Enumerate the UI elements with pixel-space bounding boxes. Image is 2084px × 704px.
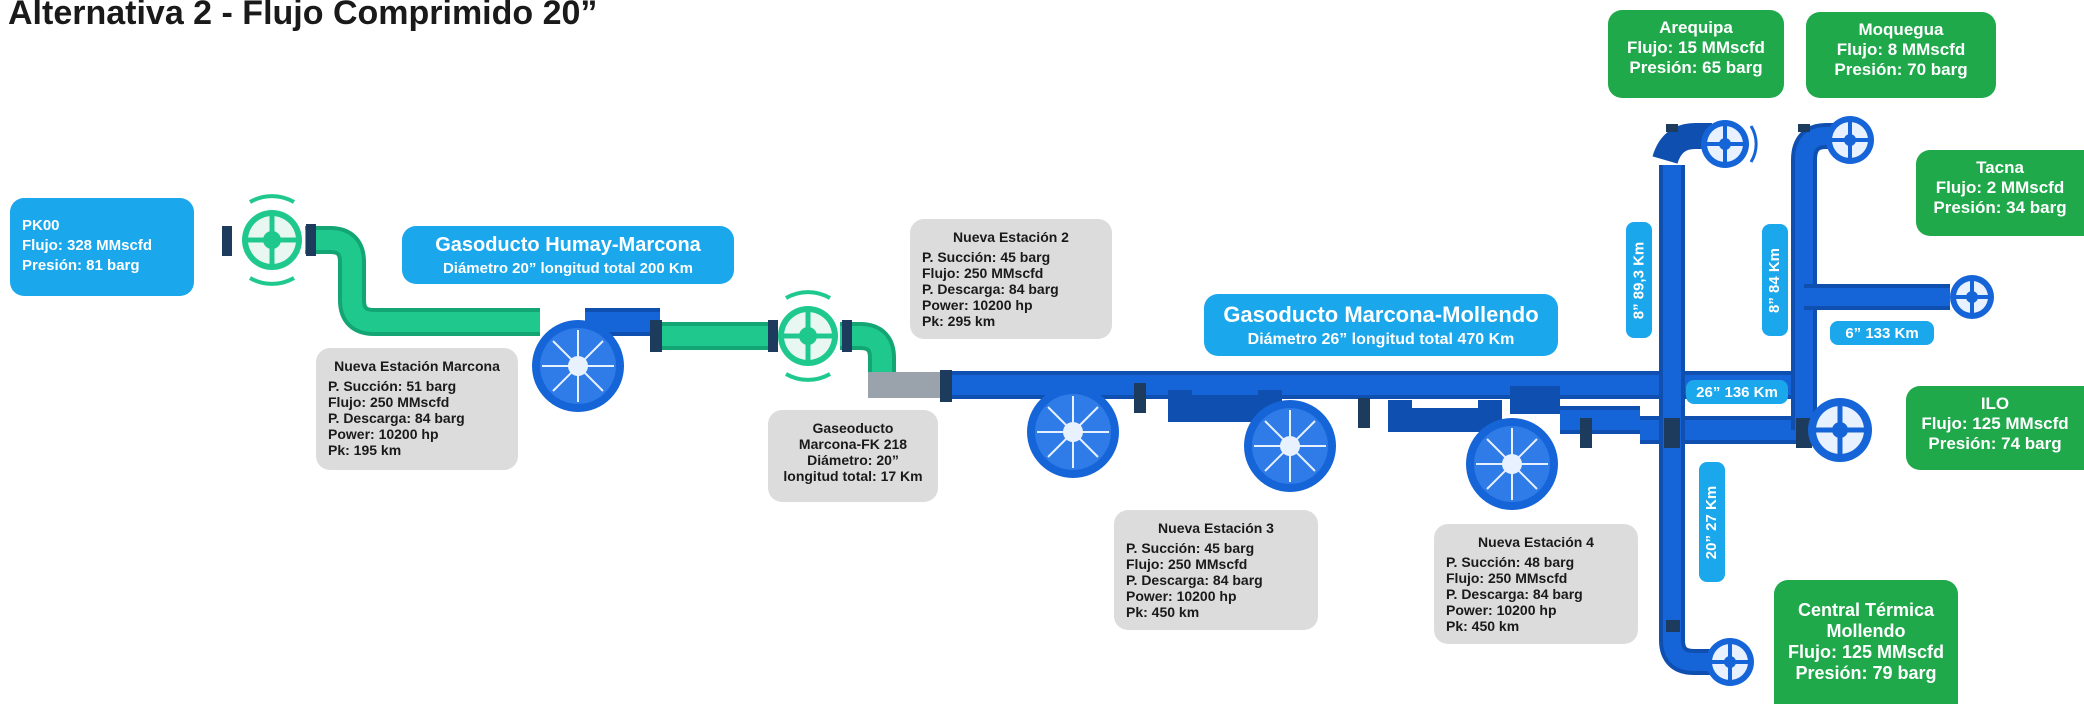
- station-3-line: P. Succión: 45 barg: [1126, 540, 1255, 556]
- tacna-flujo: Flujo: 2 MMscfd: [1935, 178, 2065, 197]
- segment-label-tacna-text: 6” 133 Km: [1845, 324, 1919, 342]
- central-termica-label: Central Térmica Mollendo Flujo: 125 MMsc…: [1774, 580, 1958, 704]
- pk00-label: PK00 Flujo: 328 MMscfd Presión: 81 barg: [10, 198, 194, 296]
- segment-label-main-text: 26” 136 Km: [1696, 383, 1778, 401]
- segment-label-arequipa: 8” 89,3 Km: [1626, 222, 1652, 338]
- segment-label-arequipa-text: 8” 89,3 Km: [1630, 241, 1648, 319]
- humay-subtitle: Diámetro 20” longitud total 200 Km: [442, 260, 694, 277]
- compressor-icon-marcona: [532, 320, 624, 412]
- segment-label-main: 26” 136 Km: [1686, 380, 1788, 404]
- ilo-name: ILO: [1980, 394, 2010, 413]
- tacna-label: Tacna Flujo: 2 MMscfd Presión: 34 barg: [1916, 150, 2084, 236]
- station-marcona-title: Nueva Estación Marcona: [334, 358, 500, 374]
- station-3-info: Nueva Estación 3 P. Succión: 45 barg Flu…: [1114, 510, 1318, 630]
- compressor-icon-4: [1466, 418, 1558, 510]
- central-name-1: Central Térmica: [1797, 600, 1935, 620]
- pk00-presion: Presión: 81 barg: [22, 257, 140, 274]
- station-marcona-line: P. Succión: 51 barg: [328, 378, 457, 394]
- humay-title: Gasoducto Humay-Marcona: [435, 234, 701, 256]
- mollendo-pipeline-label: Gasoducto Marcona-Mollendo Diámetro 26” …: [1204, 294, 1558, 356]
- fk218-line: Marcona-FK 218: [798, 436, 908, 452]
- segment-label-moquegua-text: 8” 84 Km: [1766, 247, 1784, 313]
- valve-icon-central: [1706, 638, 1754, 686]
- station-2-line: P. Succión: 45 barg: [922, 249, 1051, 265]
- station-4-line: Pk: 450 km: [1446, 618, 1520, 634]
- station-3-line: Flujo: 250 MMscfd: [1126, 556, 1248, 572]
- station-marcona-line: P. Descarga: 84 barg: [328, 410, 465, 426]
- station-4-line: Flujo: 250 MMscfd: [1446, 570, 1568, 586]
- valve-icon-humay: [778, 290, 838, 382]
- station-2-line: P. Descarga: 84 barg: [922, 281, 1059, 297]
- segment-label-tacna: 6” 133 Km: [1830, 321, 1934, 345]
- moquegua-presion: Presión: 70 barg: [1834, 60, 1968, 79]
- valve-icon-arequipa: [1701, 120, 1758, 168]
- valve-icon-ilo: [1808, 398, 1872, 462]
- tacna-presion: Presión: 34 barg: [1933, 198, 2067, 217]
- mollendo-subtitle: Diámetro 26” longitud total 470 Km: [1247, 331, 1515, 348]
- station-2-line: Pk: 295 km: [922, 313, 996, 329]
- central-name-2: Mollendo: [1826, 621, 1906, 641]
- station-marcona-line: Power: 10200 hp: [328, 426, 439, 442]
- station-3-line: Power: 10200 hp: [1126, 588, 1237, 604]
- pk00-name: PK00: [22, 217, 60, 234]
- mollendo-title: Gasoducto Marcona-Mollendo: [1223, 302, 1539, 327]
- station-marcona-line: Pk: 195 km: [328, 442, 402, 458]
- valve-icon-tacna: [1950, 275, 1994, 319]
- moquegua-label: Moquegua Flujo: 8 MMscfd Presión: 70 bar…: [1806, 12, 1996, 98]
- station-2-info: Nueva Estación 2 P. Succión: 45 barg Flu…: [910, 219, 1112, 339]
- compressor-icon-3: [1244, 400, 1336, 492]
- fk218-line: longitud total: 17 Km: [783, 468, 923, 484]
- humay-pipeline-label: Gasoducto Humay-Marcona Diámetro 20” lon…: [402, 226, 734, 284]
- station-2-title: Nueva Estación 2: [953, 229, 1069, 245]
- pipe-flanges: [222, 124, 1812, 632]
- tacna-name: Tacna: [1976, 158, 2024, 177]
- segment-label-moquegua: 8” 84 Km: [1762, 224, 1788, 336]
- fk218-line: Gaseoducto: [812, 420, 894, 436]
- moquegua-flujo: Flujo: 8 MMscfd: [1836, 40, 1966, 59]
- fk218-line: Diámetro: 20”: [807, 452, 899, 468]
- station-marcona-line: Flujo: 250 MMscfd: [328, 394, 450, 410]
- station-3-line: Pk: 450 km: [1126, 604, 1200, 620]
- moquegua-name: Moquegua: [1858, 20, 1944, 39]
- station-4-title: Nueva Estación 4: [1478, 534, 1594, 550]
- ilo-presion: Presión: 74 barg: [1928, 434, 2062, 453]
- arequipa-presion: Presión: 65 barg: [1629, 58, 1763, 77]
- page-title: Alternativa 2 - Flujo Comprimido 20”: [8, 0, 598, 32]
- green-pipeline: [305, 226, 896, 380]
- pk00-flujo: Flujo: 328 MMscfd: [22, 237, 153, 254]
- fk218-info: Gaseoducto Marcona-FK 218 Diámetro: 20” …: [768, 410, 938, 502]
- station-2-line: Flujo: 250 MMscfd: [922, 265, 1044, 281]
- station-4-line: P. Descarga: 84 barg: [1446, 586, 1583, 602]
- segment-label-central: 20” 27 Km: [1699, 462, 1725, 582]
- segment-label-central-text: 20” 27 Km: [1703, 485, 1721, 559]
- arequipa-label: Arequipa Flujo: 15 MMscfd Presión: 65 ba…: [1608, 10, 1784, 98]
- station-4-info: Nueva Estación 4 P. Succión: 48 barg Flu…: [1434, 524, 1638, 644]
- central-flujo: Flujo: 125 MMscfd: [1787, 642, 1944, 662]
- station-marcona-info: Nueva Estación Marcona P. Succión: 51 ba…: [316, 348, 518, 470]
- blue-pipeline: [585, 123, 1950, 675]
- station-3-line: P. Descarga: 84 barg: [1126, 572, 1263, 588]
- valve-icon-pk00: [242, 194, 302, 286]
- valve-icon-moquegua: [1826, 116, 1874, 164]
- station-2-line: Power: 10200 hp: [922, 297, 1033, 313]
- compressor-icon-2: [1027, 386, 1119, 478]
- arequipa-flujo: Flujo: 15 MMscfd: [1627, 38, 1765, 57]
- ilo-flujo: Flujo: 125 MMscfd: [1921, 414, 2069, 433]
- station-3-title: Nueva Estación 3: [1158, 520, 1274, 536]
- central-presion: Presión: 79 barg: [1795, 663, 1937, 683]
- fk218-pipe-segment: [868, 372, 940, 398]
- station-4-line: Power: 10200 hp: [1446, 602, 1557, 618]
- station-4-line: P. Succión: 48 barg: [1446, 554, 1575, 570]
- ilo-label: ILO Flujo: 125 MMscfd Presión: 74 barg: [1906, 386, 2084, 470]
- arequipa-name: Arequipa: [1659, 18, 1733, 37]
